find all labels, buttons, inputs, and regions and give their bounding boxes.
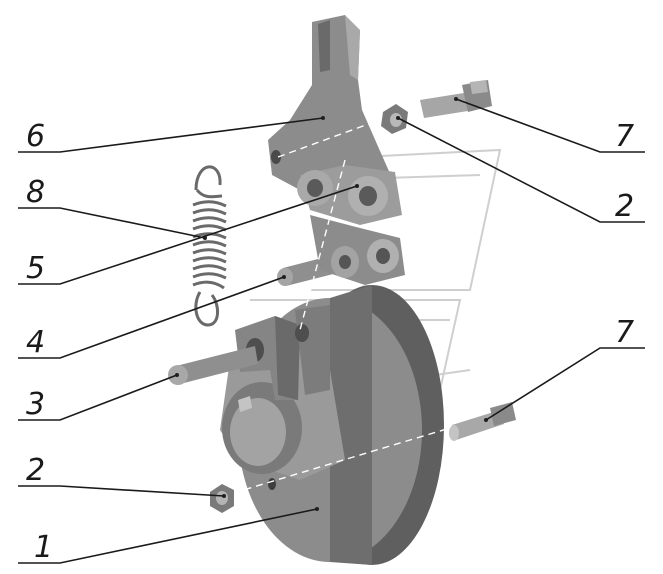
- leader-7-lower: [485, 347, 645, 421]
- callout-4: 4: [26, 325, 45, 360]
- callout-1: 1: [34, 530, 53, 565]
- callout-2-lower: 2: [26, 453, 45, 488]
- callout-2-upper: 2: [615, 189, 634, 224]
- callout-6: 6: [26, 119, 45, 154]
- part-8-spring: [192, 165, 227, 327]
- callout-7-lower: 7: [615, 315, 634, 350]
- part-5-link: [297, 159, 405, 331]
- leader-7-upper: [455, 98, 645, 153]
- part-2-nut-lower: [210, 484, 234, 513]
- leader-2-lower: [18, 485, 225, 497]
- callout-7-upper: 7: [615, 119, 634, 154]
- callout-5: 5: [26, 251, 45, 286]
- leader-2-upper: [397, 117, 645, 223]
- part-3-pin: [168, 346, 258, 385]
- part-2-nut-upper: [381, 104, 408, 134]
- leader-lines: [18, 98, 645, 564]
- leader-5: [18, 185, 358, 285]
- leader-1: [18, 508, 318, 564]
- part-1-cam-disc: [209, 285, 461, 565]
- leader-3: [18, 374, 178, 421]
- callout-labels: 6 8 5 4 3 2 1 7 2 7: [26, 119, 634, 565]
- callout-3: 3: [26, 387, 45, 422]
- leader-6: [18, 117, 324, 153]
- leader-4: [18, 276, 285, 359]
- callout-8: 8: [26, 175, 45, 210]
- part-6-lever: [268, 15, 395, 215]
- leader-8: [18, 207, 206, 239]
